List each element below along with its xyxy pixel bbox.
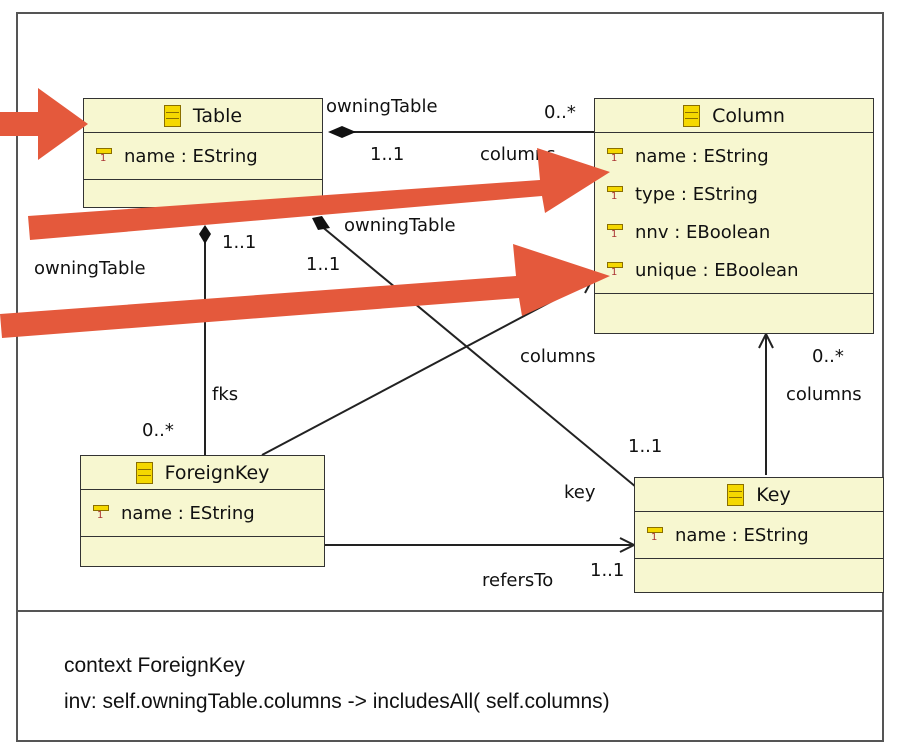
- attribute-icon: 1: [647, 525, 663, 545]
- attribute-label: name : EString: [121, 502, 255, 524]
- composition-diamond-table-fks: [199, 225, 211, 244]
- multiplicity-1-1-refers: 1..1: [590, 560, 625, 581]
- attribute-row: 1 name : EString: [81, 494, 324, 532]
- class-name: Column: [712, 104, 785, 127]
- assoc-table-key: [319, 224, 637, 488]
- class-name: Key: [756, 483, 791, 506]
- composition-diamond-table-key: [312, 216, 330, 230]
- attribute-icon: 1: [607, 146, 623, 166]
- attribute-row: 1 nnv : EBoolean: [595, 213, 873, 251]
- attribute-label: nnv : EBoolean: [635, 221, 771, 243]
- role-label-key: key: [564, 482, 596, 503]
- role-label-owningtable-left: owningTable: [34, 258, 146, 279]
- ocl-invariant-line: inv: self.owningTable.columns -> include…: [64, 690, 610, 713]
- role-label-owningtable-top: owningTable: [326, 96, 438, 117]
- class-key[interactable]: Key 1 name : EString: [634, 477, 884, 593]
- annotation-arrow-table: [0, 88, 88, 160]
- role-label-columns-fk: columns: [520, 346, 596, 367]
- multiplicity-1-1-fk-table: 1..1: [222, 232, 257, 253]
- assoc-key-columns-arrowhead: [758, 331, 774, 349]
- attribute-row: 1 name : EString: [84, 137, 322, 175]
- attribute-icon: 1: [96, 146, 112, 166]
- role-label-columns-top: columns: [480, 144, 556, 165]
- attribute-label: name : EString: [635, 145, 769, 167]
- annotation-arrow-column-name: [28, 148, 610, 240]
- attribute-icon: 1: [607, 260, 623, 280]
- ocl-context-line: context ForeignKey: [64, 654, 245, 677]
- role-label-columns-key: columns: [786, 384, 862, 405]
- multiplicity-1-1-key: 1..1: [628, 436, 663, 457]
- attribute-label: type : EString: [635, 183, 758, 205]
- multiplicity-0-star-top: 0..*: [544, 102, 576, 123]
- attribute-row: 1 unique : EBoolean: [595, 251, 873, 289]
- class-icon: [683, 104, 701, 127]
- class-icon: [727, 483, 745, 506]
- attribute-icon: 1: [93, 503, 109, 523]
- class-icon: [163, 104, 181, 127]
- annotation-arrow-column-unique: [0, 244, 610, 338]
- attribute-label: unique : EBoolean: [635, 259, 799, 281]
- attribute-label: name : EString: [675, 524, 809, 546]
- class-icon: [135, 461, 153, 484]
- multiplicity-1-1-key-table: 1..1: [306, 254, 341, 275]
- class-foreignkey[interactable]: ForeignKey 1 name : EString: [80, 455, 325, 567]
- role-label-fks: fks: [212, 384, 239, 405]
- class-name: Table: [192, 104, 243, 127]
- composition-diamond-table-columns: [328, 126, 356, 138]
- class-column[interactable]: Column 1 name : EString 1 type : EString 1…: [594, 98, 874, 334]
- multiplicity-1-1-top: 1..1: [370, 144, 405, 165]
- role-label-owningtable-mid: owningTable: [344, 215, 456, 236]
- multiplicity-0-star-key: 0..*: [812, 346, 844, 367]
- constraint-divider: [16, 610, 884, 612]
- class-name: ForeignKey: [164, 461, 270, 484]
- attribute-row: 1 name : EString: [595, 137, 873, 175]
- role-label-refersto: refersTo: [482, 570, 554, 591]
- class-table[interactable]: Table 1 name : EString: [83, 98, 323, 208]
- attribute-icon: 1: [607, 184, 623, 204]
- attribute-row: 1 type : EString: [595, 175, 873, 213]
- attribute-row: 1 name : EString: [635, 516, 883, 554]
- multiplicity-0-star-fks: 0..*: [142, 420, 174, 441]
- attribute-icon: 1: [607, 222, 623, 242]
- attribute-label: name : EString: [124, 145, 258, 167]
